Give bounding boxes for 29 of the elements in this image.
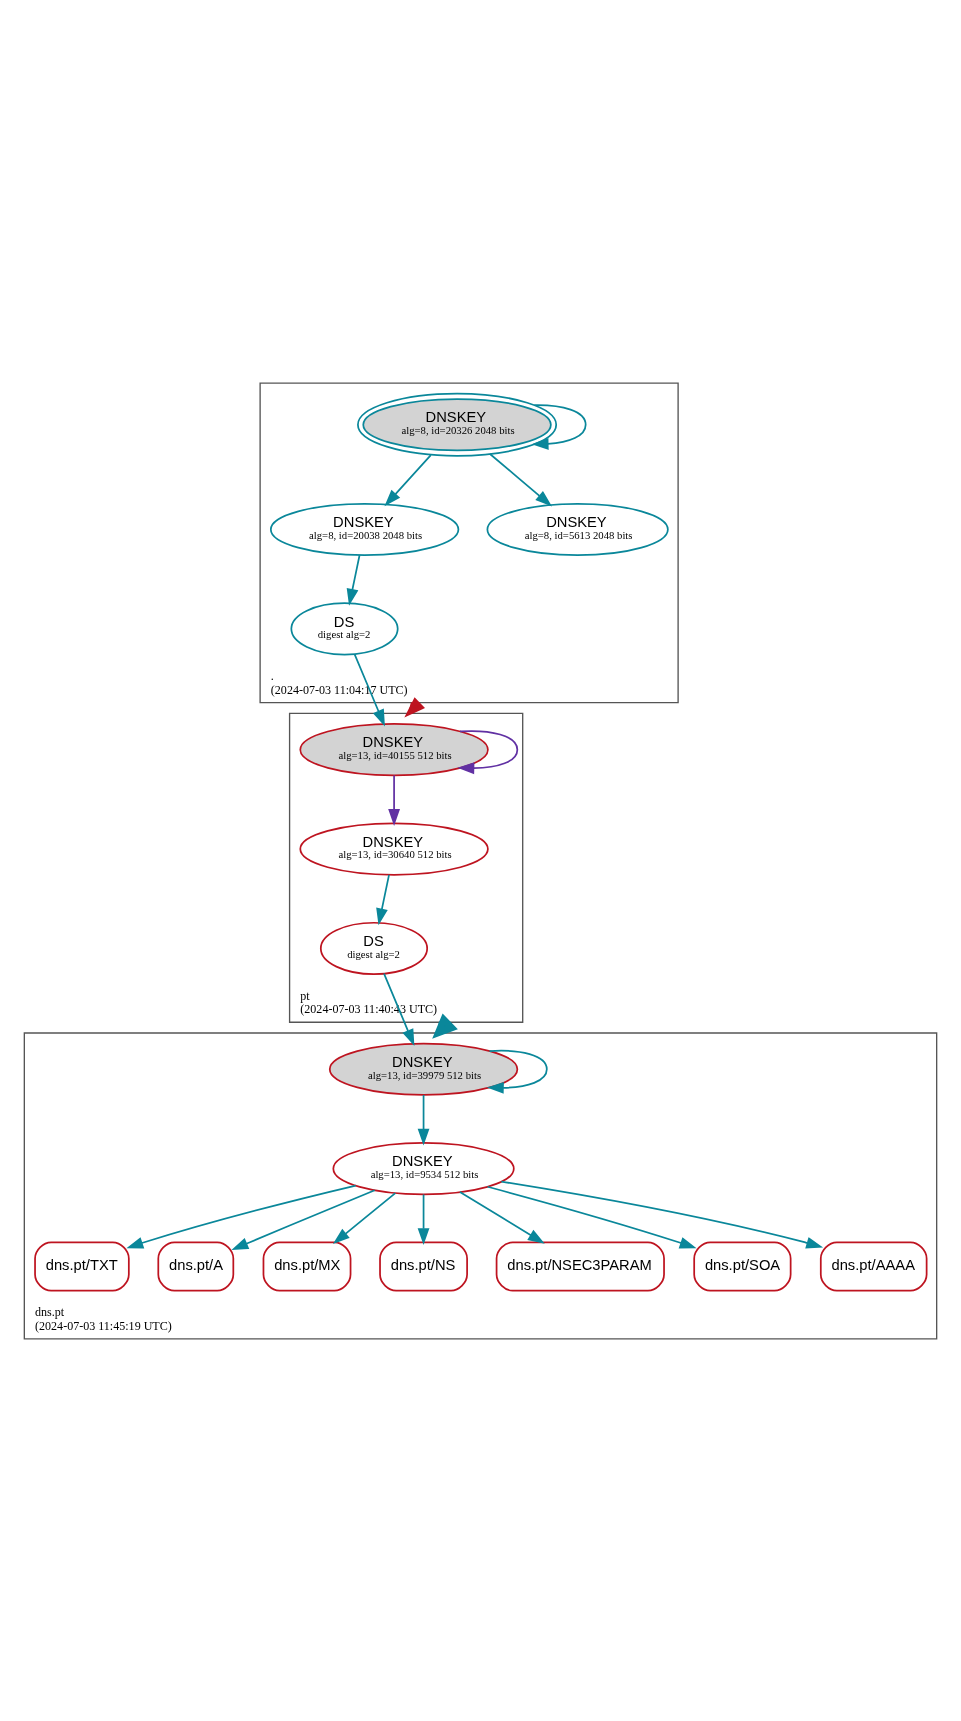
node-ellipse: DNSKEY alg=8, id=5613 2048 bits bbox=[486, 502, 669, 556]
arrow bbox=[384, 453, 432, 506]
arrow bbox=[489, 452, 553, 506]
node-ellipse: DNSKEY alg=8, id=20038 2048 bits bbox=[269, 502, 460, 556]
arrow bbox=[346, 553, 361, 606]
arrow bbox=[417, 1093, 430, 1146]
arrow bbox=[126, 1184, 357, 1248]
node-ellipse: DNSKEY alg=13, id=9534 512 bits bbox=[332, 1141, 515, 1195]
node-box: dns.pt/MX bbox=[262, 1241, 352, 1292]
node-box: dns.pt/TXT bbox=[34, 1241, 130, 1292]
node-box: dns.pt/AAAA bbox=[819, 1241, 928, 1292]
node-ellipse: DS digest alg=2 bbox=[290, 601, 399, 655]
node-ellipse: DNSKEY alg=8, id=20326 2048 bits bbox=[357, 392, 558, 457]
node-box: dns.pt/SOA bbox=[693, 1241, 792, 1292]
arrow bbox=[459, 1190, 545, 1244]
node-ellipse: DNSKEY alg=13, id=30640 512 bits bbox=[299, 822, 489, 876]
node-box: dns.pt/NSEC3PARAM bbox=[495, 1241, 665, 1292]
node-box: dns.pt/A bbox=[157, 1241, 235, 1292]
arrow bbox=[231, 1188, 376, 1250]
arrow bbox=[500, 1180, 824, 1249]
arrow bbox=[432, 1012, 458, 1039]
arrow bbox=[332, 1191, 397, 1244]
arrow bbox=[404, 696, 425, 718]
arrow bbox=[388, 774, 400, 826]
arrow bbox=[486, 1185, 697, 1248]
node-box: dns.pt/NS bbox=[379, 1241, 468, 1292]
arrow bbox=[417, 1193, 430, 1245]
arrow bbox=[376, 873, 390, 925]
node-ellipse: DS digest alg=2 bbox=[319, 921, 429, 975]
